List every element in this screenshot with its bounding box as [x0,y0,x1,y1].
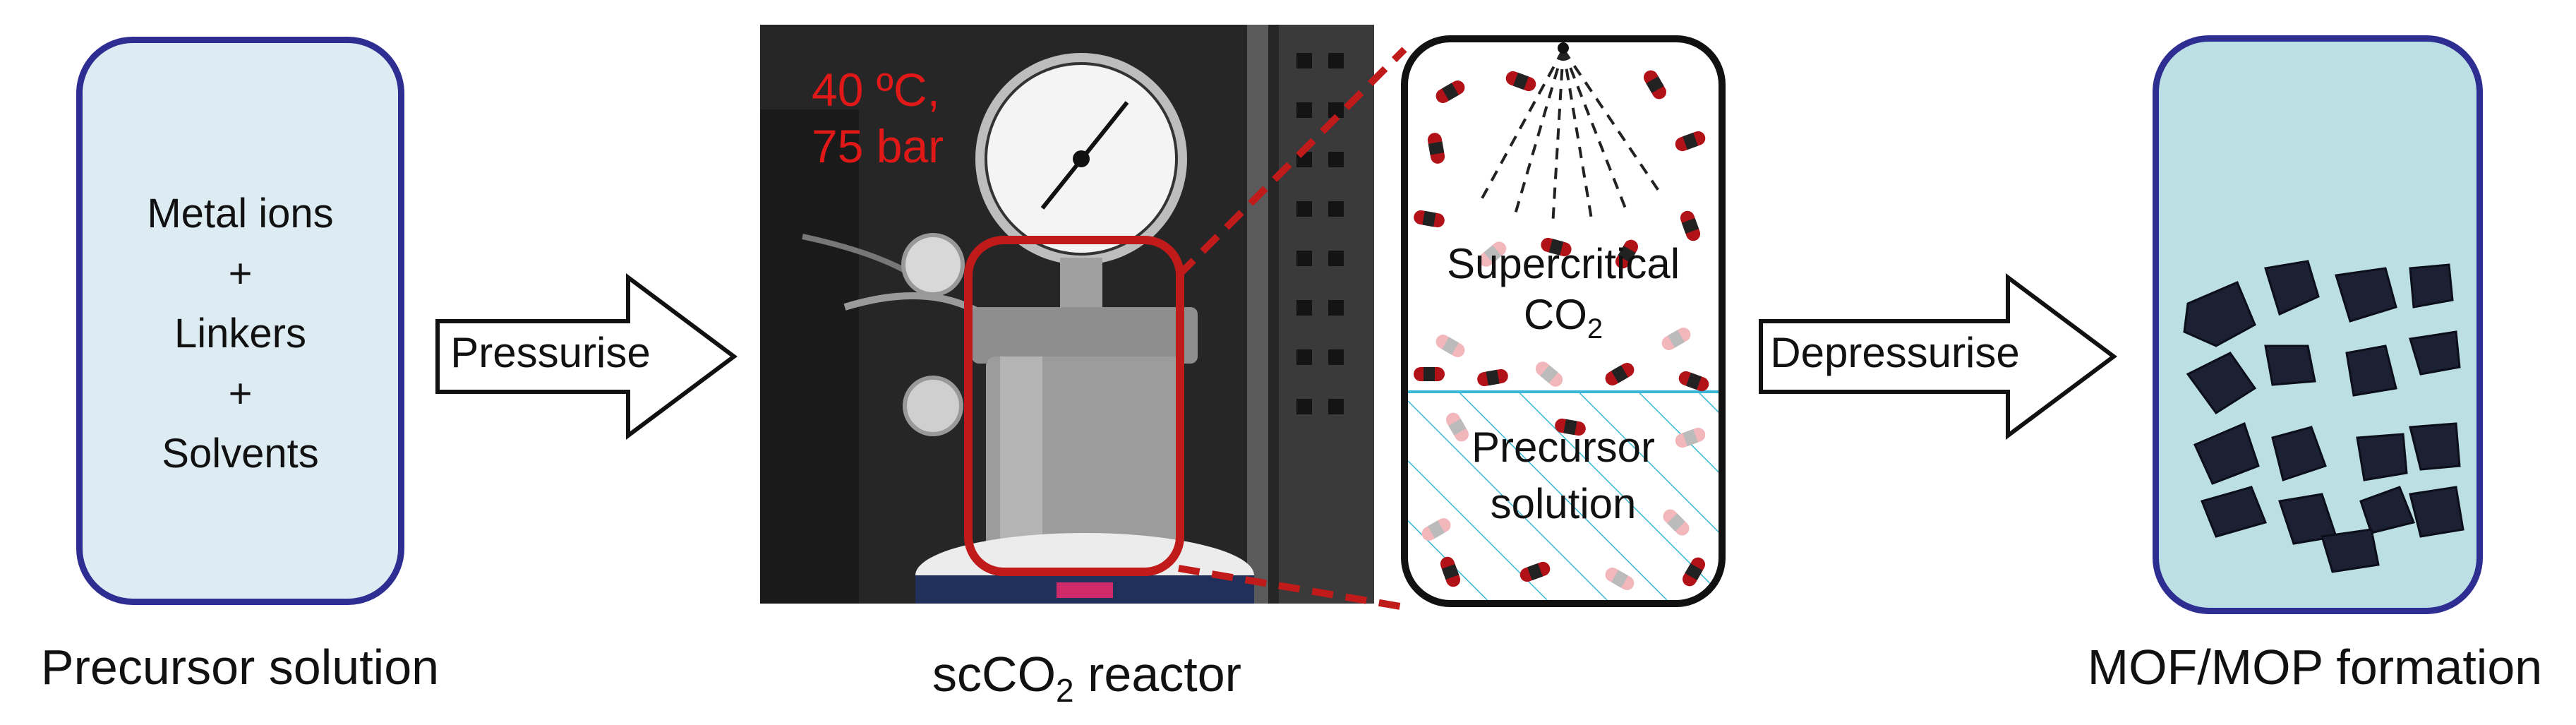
reactor-caption: scCO2 reactor [875,646,1299,709]
ingredient-solvents: Solvents [162,431,319,477]
depressurise-arrow [1759,273,2117,440]
precursor-label-line1: Precursor [1471,424,1656,471]
reactor-interior-zoom [1401,35,1726,607]
pressurise-label: Pressurise [450,329,651,376]
zoom-connector [1176,47,1407,611]
pressurise-arrow [435,273,738,440]
reactor-photo [760,25,1374,604]
supercritical-label: Supercritical [1446,240,1680,287]
co2-text: CO [1523,291,1587,338]
precursor-label-line2: solution [1490,480,1637,527]
co2-label: CO2 [1408,291,1719,353]
mof-formation-caption: MOF/MOP formation [2087,640,2543,695]
precursor-solution-panel [76,37,404,605]
precursor-solution-caption: Precursor solution [40,640,440,695]
ingredient-plus-2: + [228,371,253,417]
ingredient-linkers: Linkers [174,311,306,356]
reactor-caption-suffix: reactor [1073,647,1241,702]
crystal-particles [2183,260,2464,573]
ingredients-list: Metal ions + Linkers + Solvents [76,184,404,484]
condition-temperature: 40 ºC, [812,64,940,116]
reactor-interior-illustration [1408,42,1719,600]
reactor-illustration [760,25,1374,604]
co2-subscript: 2 [1587,313,1603,344]
ingredient-metal-ions: Metal ions [147,191,334,236]
ingredient-plus-1: + [228,251,253,296]
reactor-caption-text: scCO [932,647,1057,702]
condition-pressure: 75 bar [812,120,944,172]
depressurise-label: Depressurise [1770,329,2020,376]
reactor-caption-subscript: 2 [1056,672,1074,709]
